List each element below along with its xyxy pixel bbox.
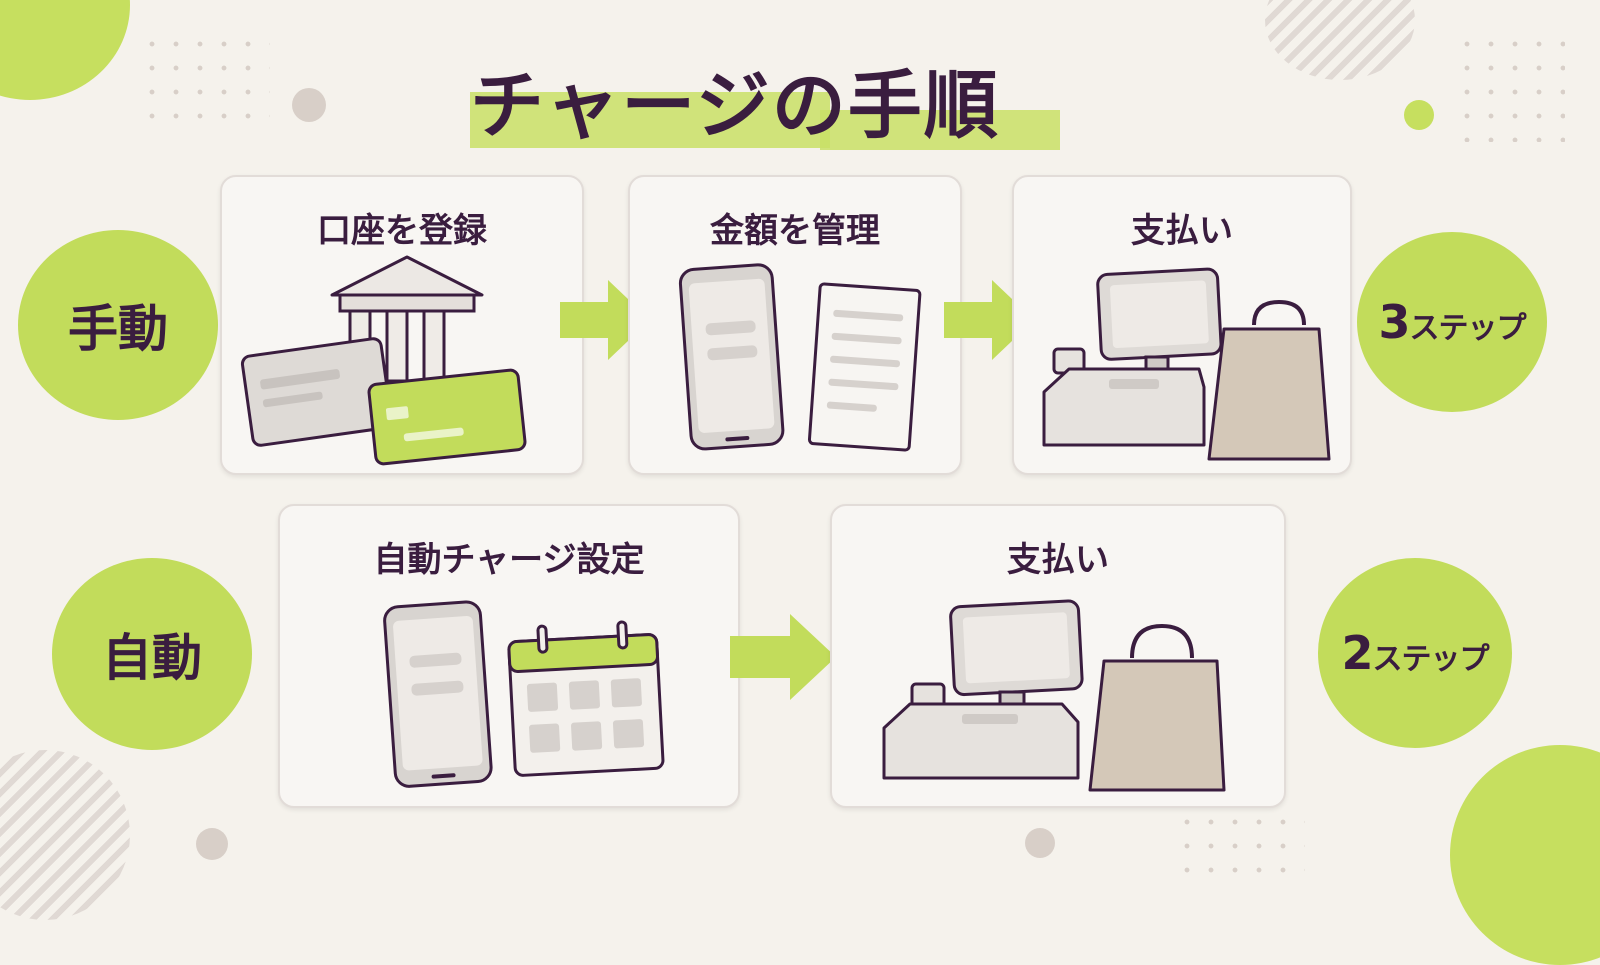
step-count-text: 3ステップ <box>1378 295 1527 349</box>
step-count-badge-manual: 3ステップ <box>1357 232 1547 412</box>
phone-and-calendar-icon <box>383 600 665 788</box>
step-count-badge-auto: 2ステップ <box>1318 558 1512 748</box>
step-count-unit: ステップ <box>1409 311 1527 346</box>
row-label-manual: 手動 <box>18 230 218 420</box>
step-count-number: 2 <box>1341 626 1373 680</box>
deco-circle-bottom-right <box>1450 745 1600 965</box>
deco-stripes-top-right <box>1265 0 1415 80</box>
register-and-bag-icon <box>1042 267 1331 461</box>
step-label: 支払い <box>1007 540 1109 580</box>
row-label-auto: 自動 <box>52 558 252 750</box>
step-label: 口座を登録 <box>317 211 487 251</box>
page-title: チャージの手順 <box>470 63 1000 149</box>
row-label-text: 手動 <box>68 300 168 358</box>
deco-circle-top-left <box>0 0 130 100</box>
step-card-payment: 支払い <box>1012 175 1352 475</box>
step-count-text: 2ステップ <box>1341 626 1490 680</box>
deco-dot <box>196 828 228 860</box>
step-count-unit: ステップ <box>1372 642 1490 677</box>
deco-dot <box>292 88 326 122</box>
deco-dots-bottom-right <box>1175 810 1305 890</box>
deco-dots-top-right <box>1455 32 1565 142</box>
arrow-right-icon <box>944 280 1034 360</box>
step-label: 自動チャージ設定 <box>373 540 645 580</box>
title-highlight <box>470 92 830 148</box>
deco-dots-top-left <box>140 32 270 132</box>
row-label-text: 自動 <box>102 629 202 687</box>
step-card-manage-amount: 金額を管理 <box>628 175 962 475</box>
step-count-number: 3 <box>1378 295 1410 349</box>
arrow-right-icon <box>730 614 836 700</box>
page-title-block: チャージの手順 <box>470 40 1150 160</box>
step-label: 金額を管理 <box>710 211 880 251</box>
title-highlight <box>820 110 1060 150</box>
deco-dot <box>1404 100 1434 130</box>
register-and-bag-icon <box>882 599 1226 792</box>
step-card-register-account: 口座を登録 <box>220 175 584 475</box>
bank-and-cards-icon <box>240 255 527 466</box>
step-label: 支払い <box>1131 211 1233 251</box>
deco-dot <box>1025 828 1055 858</box>
arrow-right-icon <box>560 280 650 360</box>
step-card-payment: 支払い <box>830 504 1286 808</box>
phone-and-document-icon <box>678 263 922 452</box>
step-card-auto-charge-setting: 自動チャージ設定 <box>278 504 740 808</box>
deco-stripes-bottom-left <box>0 750 130 920</box>
